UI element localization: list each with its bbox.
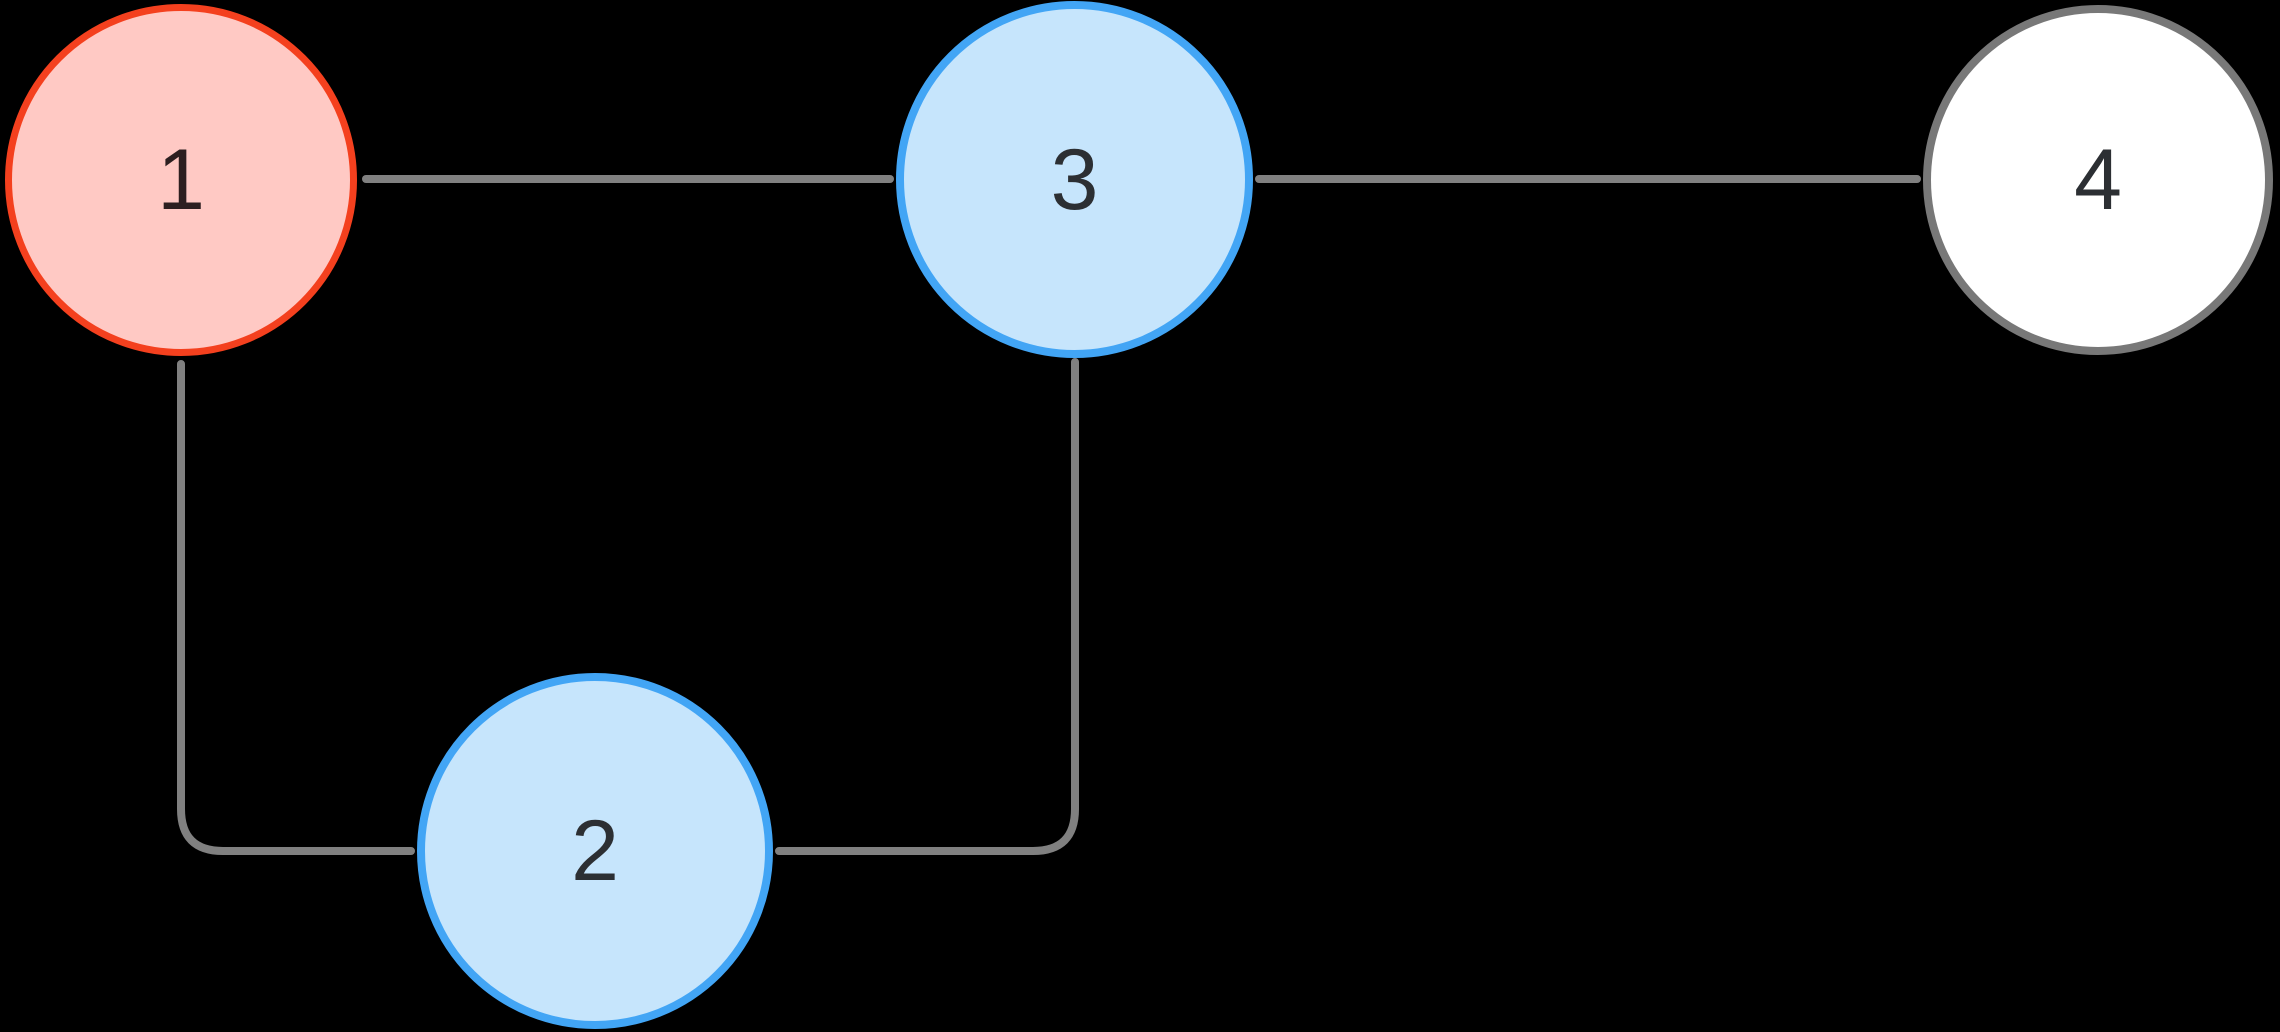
graph-node-2[interactable]: 2 [417,673,773,1029]
graph-node-4-label: 4 [2074,132,2122,228]
graph-node-3-label: 3 [1050,131,1099,228]
edge-node2-node3[interactable] [775,358,1079,855]
graph-node-3[interactable]: 3 [896,1,1253,358]
graph-node-4[interactable]: 4 [1923,5,2273,355]
edge-node1-node2[interactable] [177,360,415,855]
graph-node-2-label: 2 [571,803,619,899]
graph-node-1-label: 1 [157,132,205,228]
graph-node-1[interactable]: 1 [5,4,357,356]
